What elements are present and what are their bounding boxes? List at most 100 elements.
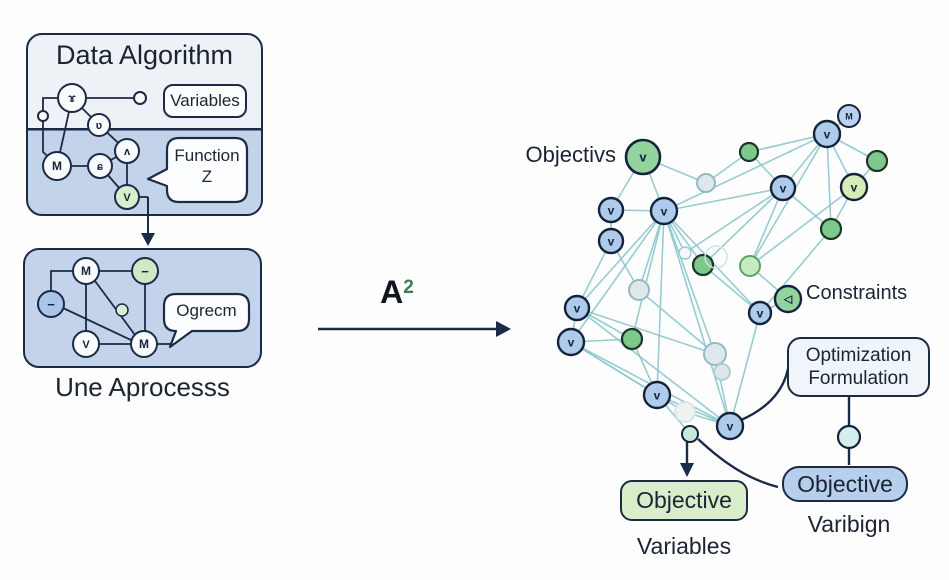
optimization-formulation-box: Optimization Formulation [787,337,930,397]
network-nodes: v Mv v v v v v ◁ v v v v v [556,104,889,450]
network-node [819,217,843,241]
graph-node-glyph: V [123,192,131,204]
optimization-formulation-line1: Optimization [805,345,912,366]
network-edge [570,210,665,343]
network-edge [663,210,716,355]
process-caption: Une Aprocesss [55,372,230,402]
network-edge [749,133,828,267]
network-node-glyph: v [661,205,668,219]
variables-caption: Variables [636,533,732,559]
network-node [696,173,716,193]
network-node [597,196,625,224]
varibign-caption: Varibign [807,511,891,537]
network-node [747,300,773,326]
network-edge [663,133,828,212]
network-node-glyph: v [727,420,734,434]
network-node [691,253,715,277]
function-z-bubble [146,136,249,204]
network-node [624,138,662,176]
transform-label-exponent: 2 [403,277,414,298]
network-node [739,255,761,277]
network-edge [702,187,784,266]
network-node-glyph: v [851,181,858,195]
network-edge [749,186,855,267]
graph-node-glyph: M [52,159,62,173]
panel-connector-arrow [141,197,155,246]
network-edge [729,312,761,427]
network-node-glyph: v [780,182,787,196]
network-edge [656,210,665,396]
network-node-glyph: M [845,112,853,122]
transform-label: A2 [352,274,442,311]
network-edge [576,307,731,427]
variables-chip: Variables [163,84,247,118]
network-node-glyph: ◁ [783,294,793,306]
network-edge [576,307,716,355]
network-node [703,342,727,366]
optimization-formulation-line2: Formulation [808,368,909,389]
algorithm-graph: ɤ ʋ ʌ M ɕ V [37,83,148,210]
function-z-bubble-text: Function Z [168,145,246,187]
graph-node-glyph: ɤ [68,91,76,105]
function-z-line2: Z [201,167,213,186]
network-edge [684,187,784,254]
network-node [738,141,760,163]
function-z-line1: Function [174,146,240,165]
network-edge [749,187,784,267]
callout-connectors [680,368,851,489]
network-node [649,196,679,226]
graph-node-glyph: − [47,297,55,312]
network-edge [576,210,665,309]
network-node-glyph: v [608,204,615,218]
network-edge [702,264,761,314]
network-node-glyph: v [654,389,661,403]
network-edge [759,228,832,314]
network-node [597,227,625,255]
network-node [681,425,699,443]
constraint-node [773,284,803,314]
graph-node-glyph: ɕ [97,161,103,173]
network-node [865,149,889,173]
network-node [812,119,842,149]
network-edge [826,133,832,230]
network-node-glyph: v [568,336,575,350]
network-node [769,174,797,202]
network-node [674,401,696,423]
network-edge [663,187,784,212]
network-node [839,172,869,202]
graph-node-glyph: ʋ [96,120,102,132]
network-node [837,104,861,128]
transform-label-a: A [380,274,404,310]
network-node [563,294,591,322]
ogrecm-bubble-text: Ogrecm [176,301,237,320]
network-node [620,327,644,351]
network-node-glyph: v [574,302,581,316]
network-node [715,411,745,441]
data-algorithm-title: Data Algorithm [55,40,234,70]
objective-blue-box: Objective [782,466,908,502]
process-graph: M − − V M [37,257,172,358]
graph-node-glyph: M [139,337,149,351]
graph-node-glyph: M [81,264,91,278]
network-node [642,380,672,410]
graph-node-glyph: V [82,339,90,351]
network-node-glyph: v [757,307,764,321]
objectives-label: Objectivs [525,142,616,167]
transform-arrow [318,321,511,337]
constraints-label: Constraints [806,282,908,304]
graph-node-glyph: − [141,264,149,279]
network-node [713,363,731,381]
network-node [678,246,692,260]
network-edge [638,289,716,355]
down-arrowhead [680,463,694,477]
network-node [836,424,862,450]
network-node-glyph: v [824,128,831,142]
network-edge [663,210,731,427]
network-node [704,245,728,269]
network-node-glyph: v [639,150,647,165]
network-node-glyph: v [608,235,615,249]
network-node [628,279,650,301]
network-edge [631,210,665,340]
